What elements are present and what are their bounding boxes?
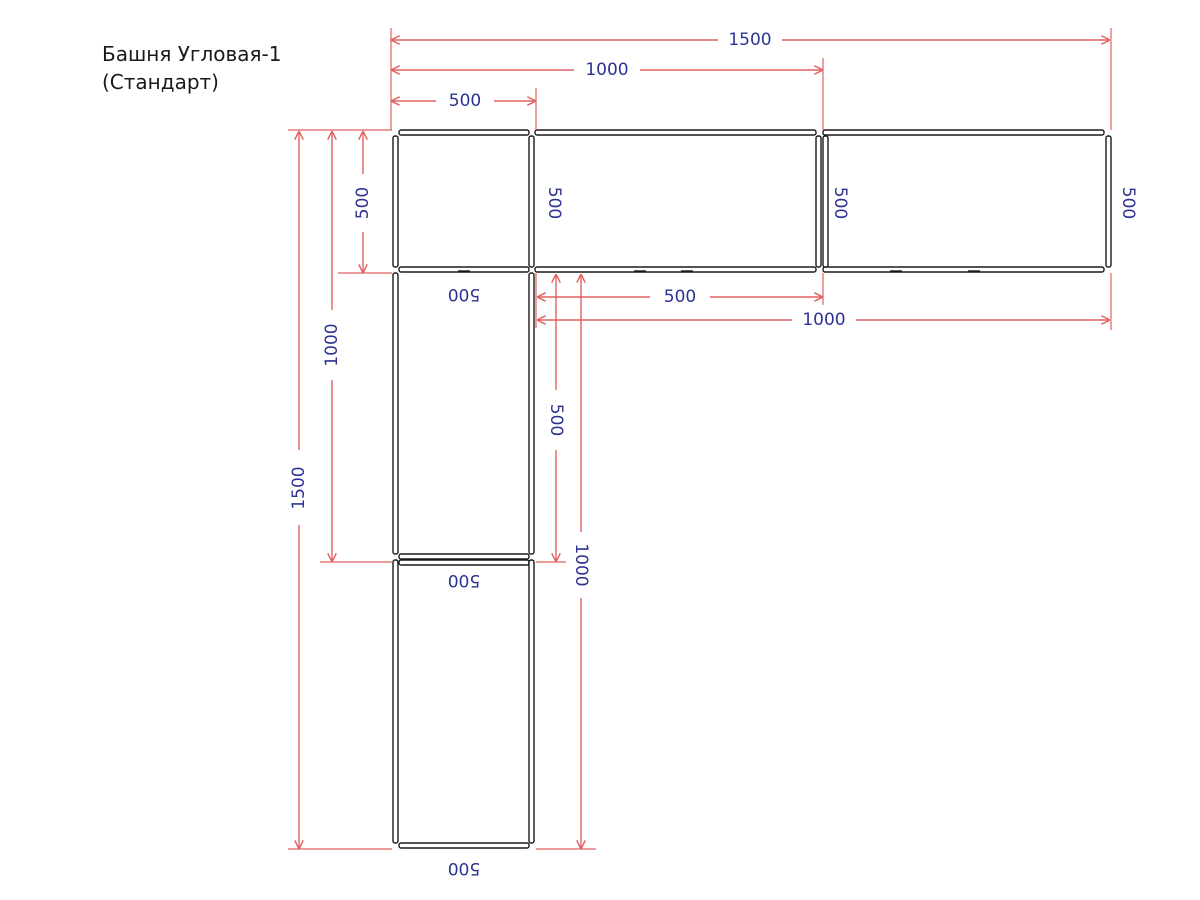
dim-label-inner-h-500: 500	[664, 287, 696, 307]
dim-label-top-1000: 1000	[585, 60, 628, 80]
module-1-left-panel	[392, 135, 399, 268]
module-5-left-bottom	[392, 559, 535, 849]
dim-label-top-1500: 1500	[728, 30, 771, 50]
dimension-labels: 1500 1000 500 500 1000 1500 500 500 500 …	[289, 30, 1138, 878]
dim-label-module1-width: 500	[448, 284, 480, 304]
module-2-right-panel	[815, 135, 822, 268]
dim-label-left-1000: 1000	[322, 323, 342, 366]
module-3-bottom-panel	[822, 266, 1105, 273]
dim-label-left-500: 500	[353, 187, 373, 219]
drawing-title: Башня Угловая-1 (Стандарт)	[102, 40, 281, 96]
dim-label-top-500: 500	[449, 91, 481, 111]
module-2-top	[534, 129, 822, 273]
module-5-bottom-panel	[398, 842, 530, 849]
module-4-left-panel	[392, 272, 399, 555]
dim-label-module3-depth: 500	[1118, 187, 1138, 219]
module-5-top-panel	[398, 559, 530, 566]
module-4-right-panel	[528, 272, 535, 555]
module-3-left-panel	[822, 135, 829, 268]
module-3-top-right	[822, 129, 1112, 273]
module-5-left-panel	[392, 559, 399, 844]
module-1-corner	[392, 129, 535, 273]
module-1-bottom-panel	[398, 266, 530, 273]
dim-label-inner-v-500: 500	[546, 404, 566, 436]
dim-label-left-1500: 1500	[289, 466, 309, 509]
dimension-lines	[299, 40, 1109, 848]
extension-lines	[288, 28, 1112, 850]
drawing-title-name: Башня Угловая-1	[102, 42, 282, 66]
dim-label-inner-h-1000: 1000	[802, 310, 845, 330]
dim-label-inner-v-1000: 1000	[571, 543, 591, 586]
module-5-right-panel	[528, 559, 535, 844]
dim-label-module5-width: 500	[448, 858, 480, 878]
module-2-bottom-panel	[534, 266, 817, 273]
dim-label-module4-width: 500	[448, 570, 480, 590]
dim-label-module1-depth: 500	[544, 187, 564, 219]
module-4-left	[392, 272, 535, 560]
module-panels	[392, 129, 1112, 849]
dim-label-module2-depth: 500	[830, 187, 850, 219]
module-4-bottom-panel	[398, 553, 530, 560]
module-2-top-panel	[534, 129, 817, 136]
module-3-right-panel	[1105, 135, 1112, 268]
module-3-top-panel	[822, 129, 1105, 136]
module-1-top-panel	[398, 129, 530, 136]
drawing-title-variant: (Стандарт)	[102, 70, 219, 94]
module-1-right-panel	[528, 135, 535, 268]
